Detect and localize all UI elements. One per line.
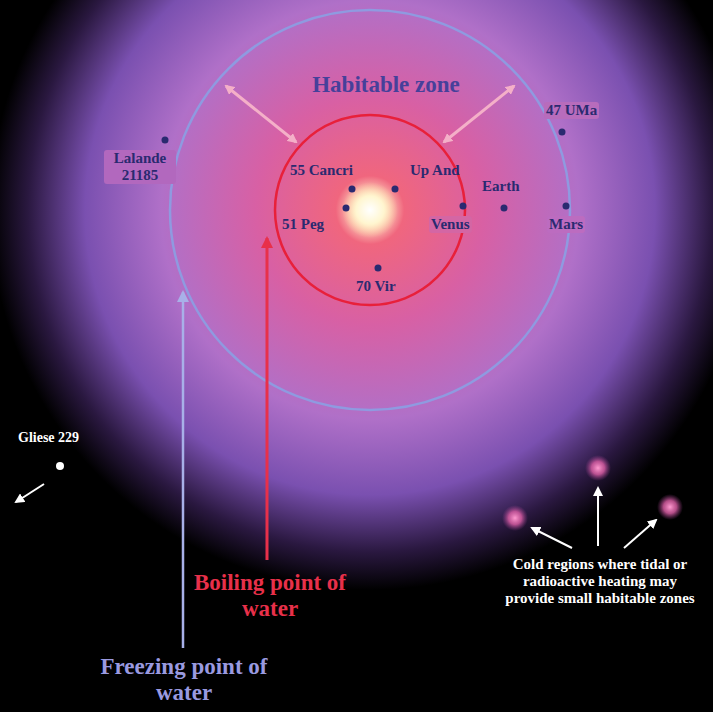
star-name: Mars xyxy=(547,216,585,233)
star-name: Earth xyxy=(482,178,520,195)
boundary-label: Boiling point of water xyxy=(185,570,355,622)
zone-title: Habitable zone xyxy=(312,72,460,98)
star-name: Up And xyxy=(410,162,460,179)
star-name: Gliese 229 xyxy=(18,430,79,446)
star-name: 70 Vir xyxy=(356,278,396,295)
star-name: 51 Peg xyxy=(282,216,324,233)
boundary-label: Freezing point of water xyxy=(84,654,284,706)
star-name: 55 Cancri xyxy=(290,162,353,179)
star-name: Lalande 21185 xyxy=(104,150,176,184)
note: Cold regions where tidal or radioactive … xyxy=(500,556,700,606)
star-name: 47 UMa xyxy=(544,102,599,119)
star-name: Venus xyxy=(429,216,472,233)
